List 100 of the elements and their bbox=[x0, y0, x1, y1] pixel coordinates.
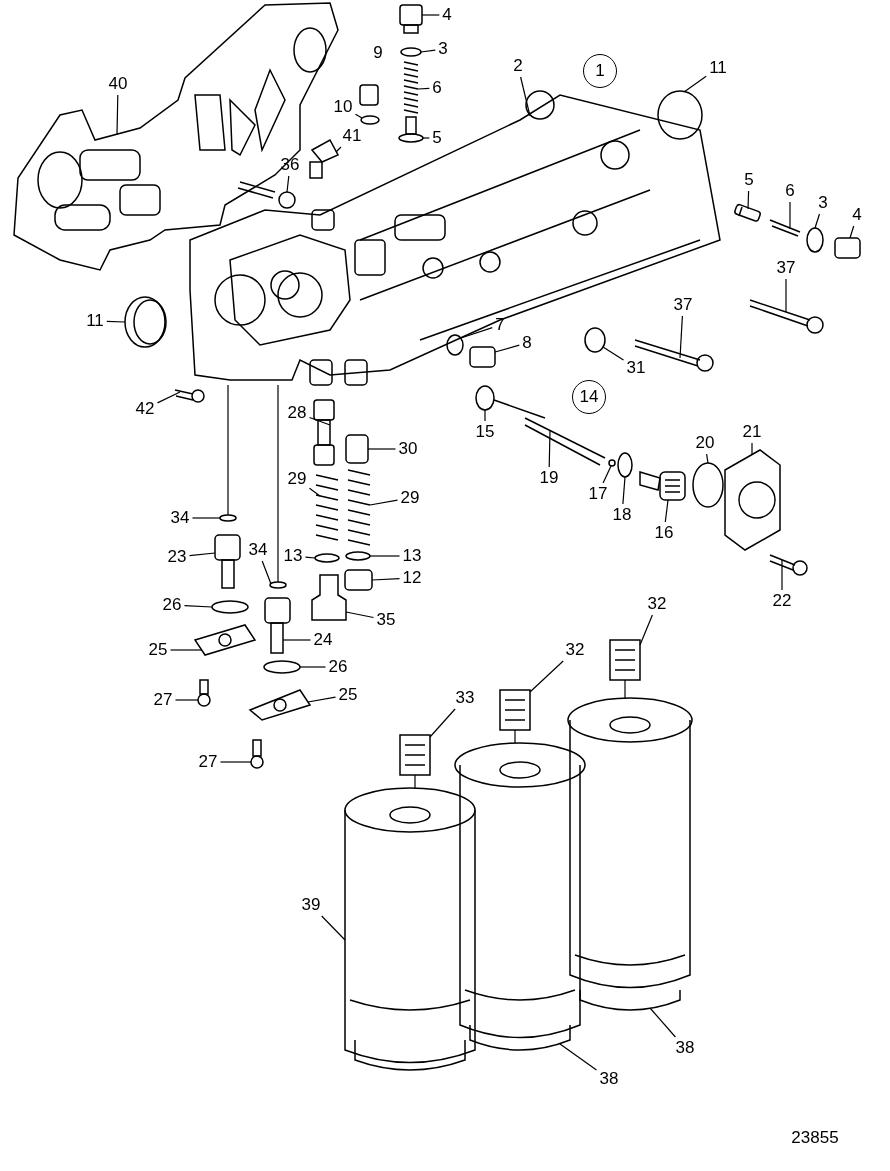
callout-number: 12 bbox=[401, 569, 423, 587]
cover bbox=[724, 449, 781, 551]
leader-line bbox=[706, 453, 709, 464]
leader-line bbox=[814, 213, 821, 229]
callout-number: 19 bbox=[538, 469, 560, 487]
callout-number: 25 bbox=[337, 686, 359, 704]
leader-line bbox=[307, 696, 337, 703]
spring bbox=[609, 639, 641, 681]
callout-number: 17 bbox=[587, 485, 609, 503]
leader-line bbox=[622, 476, 626, 505]
leader-line bbox=[460, 327, 493, 339]
assembly-line bbox=[624, 679, 626, 699]
leader-line bbox=[335, 146, 342, 153]
sleeve bbox=[214, 534, 241, 589]
leader-line bbox=[429, 708, 456, 738]
filter-cartridge bbox=[454, 742, 586, 1051]
leader-line bbox=[282, 639, 312, 641]
leader-line bbox=[548, 430, 551, 468]
leader-line bbox=[286, 175, 290, 193]
leader-line bbox=[345, 611, 375, 619]
leader-line bbox=[422, 137, 430, 139]
o-ring bbox=[345, 551, 371, 561]
leader-line bbox=[261, 560, 272, 585]
leader-line bbox=[683, 75, 707, 93]
leader-line bbox=[494, 344, 520, 353]
callout-number: 39 bbox=[300, 896, 322, 914]
plug bbox=[834, 237, 861, 259]
callout-number: 9 bbox=[372, 44, 384, 62]
leader-line bbox=[679, 315, 683, 359]
leader-line bbox=[308, 416, 331, 426]
leader-line bbox=[639, 614, 653, 646]
cover bbox=[193, 624, 257, 656]
callout-number: 38 bbox=[598, 1070, 620, 1088]
leader-line bbox=[304, 556, 316, 559]
callout-number: 37 bbox=[672, 296, 694, 314]
leader-line bbox=[484, 409, 486, 422]
callout-number: 35 bbox=[375, 611, 397, 629]
leader-line bbox=[789, 201, 791, 230]
bolt bbox=[769, 554, 808, 576]
o-ring bbox=[211, 600, 249, 614]
leader-line bbox=[354, 113, 363, 119]
callout-number: 4 bbox=[441, 6, 453, 24]
callout-number: 29 bbox=[399, 489, 421, 507]
bolt bbox=[237, 181, 296, 209]
callout-number: 26 bbox=[327, 658, 349, 676]
callout-number: 21 bbox=[741, 423, 763, 441]
leader-line bbox=[183, 605, 213, 608]
assembly-line bbox=[514, 729, 516, 744]
leader-line bbox=[308, 487, 321, 497]
leader-line bbox=[367, 448, 397, 450]
callout-number: 34 bbox=[247, 541, 269, 559]
leader-line bbox=[174, 699, 199, 701]
leader-line bbox=[751, 442, 753, 456]
callout-number: 3 bbox=[817, 194, 829, 212]
elbow-fitting bbox=[309, 138, 340, 179]
leader-line bbox=[299, 666, 327, 668]
o-ring bbox=[692, 462, 724, 508]
plug bbox=[657, 90, 703, 140]
leader-line bbox=[321, 915, 346, 941]
filter-cartridge bbox=[567, 697, 693, 1011]
callout-number: 22 bbox=[771, 592, 793, 610]
leader-line bbox=[529, 660, 564, 693]
callout-number: 24 bbox=[312, 631, 334, 649]
plug bbox=[344, 569, 373, 591]
callout-number: 30 bbox=[397, 440, 419, 458]
leader-line bbox=[520, 76, 531, 117]
leader-line bbox=[559, 1043, 598, 1071]
o-ring bbox=[314, 553, 340, 563]
circled-callout-number: 14 bbox=[572, 380, 606, 414]
plug bbox=[311, 574, 347, 621]
o-ring bbox=[219, 514, 237, 522]
spring bbox=[399, 734, 431, 776]
sleeve bbox=[584, 327, 606, 353]
filter-cartridge bbox=[344, 787, 476, 1071]
sleeve bbox=[264, 597, 291, 654]
callout-number: 41 bbox=[341, 127, 363, 145]
callout-number: 29 bbox=[286, 470, 308, 488]
callout-number: 26 bbox=[161, 596, 183, 614]
callout-number: 18 bbox=[611, 506, 633, 524]
leader-line bbox=[191, 517, 221, 519]
valve-pin bbox=[398, 116, 424, 143]
spring bbox=[347, 469, 371, 546]
spring bbox=[769, 219, 801, 237]
assembly-line bbox=[277, 384, 279, 583]
plug bbox=[399, 4, 423, 34]
valve-piston bbox=[345, 434, 369, 464]
o-ring bbox=[263, 660, 301, 674]
leader-line bbox=[116, 94, 119, 136]
seal-ring bbox=[124, 296, 167, 348]
callout-number: 37 bbox=[775, 259, 797, 277]
leader-line bbox=[371, 578, 401, 581]
callout-number: 34 bbox=[169, 509, 191, 527]
spring bbox=[403, 61, 419, 114]
o-ring bbox=[806, 227, 824, 253]
callout-number: 20 bbox=[694, 434, 716, 452]
bolt bbox=[174, 389, 205, 403]
callout-number: 5 bbox=[743, 171, 755, 189]
leader-line bbox=[156, 391, 181, 404]
drawing-number: 23855 bbox=[790, 1129, 840, 1147]
o-ring bbox=[446, 334, 464, 356]
